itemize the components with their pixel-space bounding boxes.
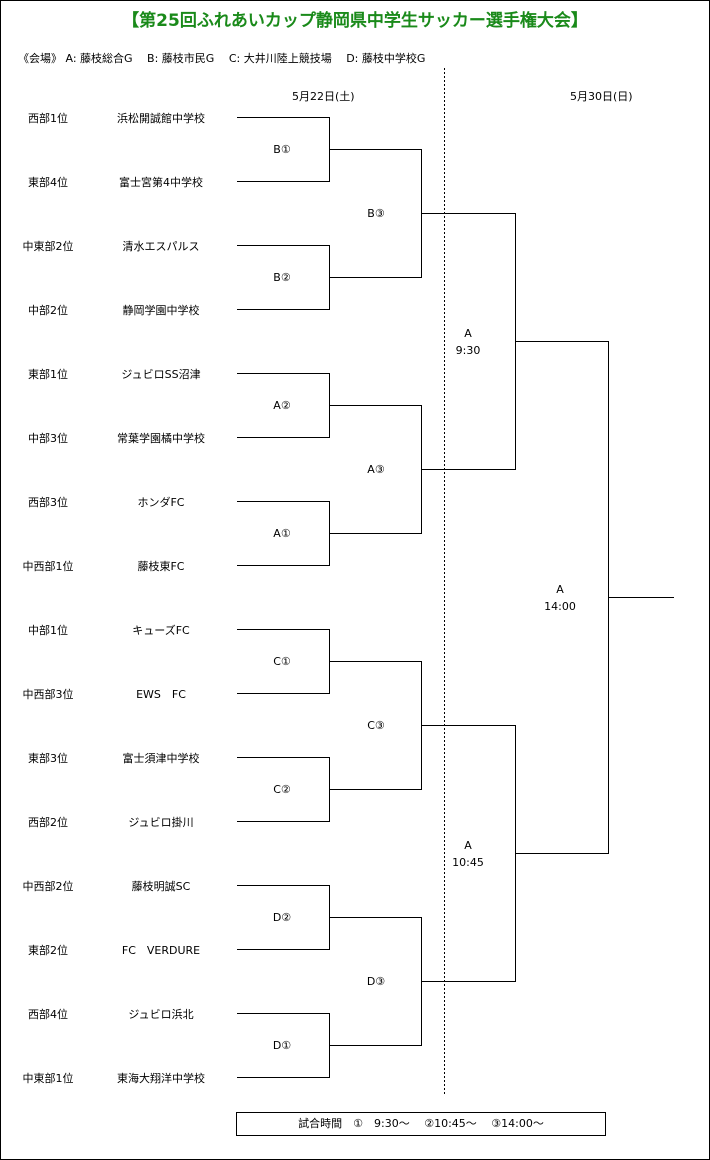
seed-label: 中東部1位 — [22, 1072, 74, 1085]
semi-1-time: 9:30 — [455, 344, 481, 357]
match-r1-6: C② — [273, 783, 291, 796]
match-times-box: 試合時間 ① 9:30～ ②10:45～ ③14:00～ — [236, 1112, 606, 1136]
seed-label: 西部4位 — [28, 1008, 68, 1021]
seed-label: 中西部3位 — [22, 688, 74, 701]
match-r1-8: D① — [272, 1039, 292, 1052]
team-name: 富士宮第4中学校 — [119, 176, 203, 189]
team-name: 富士須津中学校 — [122, 752, 200, 765]
team-name: 清水エスパルス — [122, 240, 200, 253]
seed-label: 西部2位 — [28, 816, 68, 829]
seed-label: 西部3位 — [28, 496, 68, 509]
match-r2-2: A③ — [367, 463, 385, 476]
team-name: 静岡学園中学校 — [122, 304, 200, 317]
match-r1-1: B① — [273, 143, 291, 156]
seed-label: 中部2位 — [28, 304, 68, 317]
seed-label: 中東部2位 — [22, 240, 74, 253]
match-r1-4: A① — [273, 527, 291, 540]
seed-label: 中部3位 — [28, 432, 68, 445]
seed-label: 東部2位 — [28, 944, 68, 957]
team-name: 常葉学園橘中学校 — [117, 432, 205, 445]
team-name: EWS FC — [136, 688, 186, 701]
bracket-final-line — [515, 341, 609, 854]
team-name: 浜松開誠館中学校 — [117, 112, 205, 125]
match-r2-3: C③ — [367, 719, 385, 732]
seed-label: 東部4位 — [28, 176, 68, 189]
match-r2-1: B③ — [367, 207, 385, 220]
bracket-semi-line — [421, 213, 516, 470]
seed-label: 中部1位 — [28, 624, 68, 637]
date-day1: 5月22日(土) — [292, 90, 355, 103]
page-title: 【第25回ふれあいカップ静岡県中学生サッカー選手権大会】 — [122, 11, 588, 31]
seed-label: 中西部1位 — [22, 560, 74, 573]
date-day2: 5月30日(日) — [570, 90, 633, 103]
team-name: 藤枝東FC — [137, 560, 185, 573]
semi-1-venue: A — [464, 327, 472, 340]
semi-2-venue: A — [464, 839, 472, 852]
seed-label: 東部3位 — [28, 752, 68, 765]
team-name: ホンダFC — [137, 496, 185, 509]
match-r1-5: C① — [273, 655, 291, 668]
final-venue: A — [556, 583, 564, 596]
venue-legend: 《会場》 A: 藤枝総合G B: 藤枝市民G C: 大井川陸上競技場 D: 藤枝… — [18, 52, 426, 65]
seed-label: 東部1位 — [28, 368, 68, 381]
team-name: ジュビロSS沼津 — [121, 368, 201, 381]
match-r2-4: D③ — [366, 975, 386, 988]
team-name: ジュビロ浜北 — [128, 1008, 194, 1021]
seed-label: 西部1位 — [28, 112, 68, 125]
team-name: 藤枝明誠SC — [131, 880, 191, 893]
team-name: ジュビロ掛川 — [128, 816, 194, 829]
seed-label: 中西部2位 — [22, 880, 74, 893]
match-r1-3: A② — [273, 399, 291, 412]
bracket-semi-line — [421, 725, 516, 982]
team-name: キューズFC — [132, 624, 190, 637]
match-r1-7: D② — [272, 911, 292, 924]
final-time: 14:00 — [544, 600, 576, 613]
match-r1-2: B② — [273, 271, 291, 284]
team-name: 東海大翔洋中学校 — [117, 1072, 205, 1085]
semi-2-time: 10:45 — [452, 856, 484, 869]
team-name: FC VERDURE — [121, 944, 201, 957]
